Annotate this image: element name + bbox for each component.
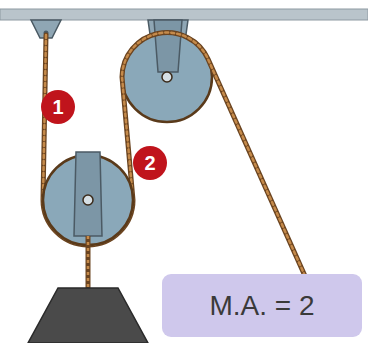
callout-number: 2: [133, 146, 167, 180]
movable-pulley-axle: [83, 195, 93, 205]
chain-links: [43, 33, 305, 276]
callout-number: 1: [41, 90, 75, 124]
ceiling-beam: [0, 9, 368, 20]
chain: [43, 33, 305, 276]
upper-bracket-front: [154, 20, 182, 72]
load-chain-links: [87, 236, 90, 288]
callout-circle: [41, 90, 75, 124]
info-box: M.A. = 2: [162, 274, 362, 337]
node-text: M.A. = 2: [209, 290, 314, 322]
callout-circle: [133, 146, 167, 180]
chain-outline: [43, 33, 305, 276]
movable-bracket: [74, 152, 102, 236]
load-weight: [28, 288, 148, 343]
load-chain: [86, 236, 91, 288]
fixed-pulley-axle: [162, 72, 172, 82]
